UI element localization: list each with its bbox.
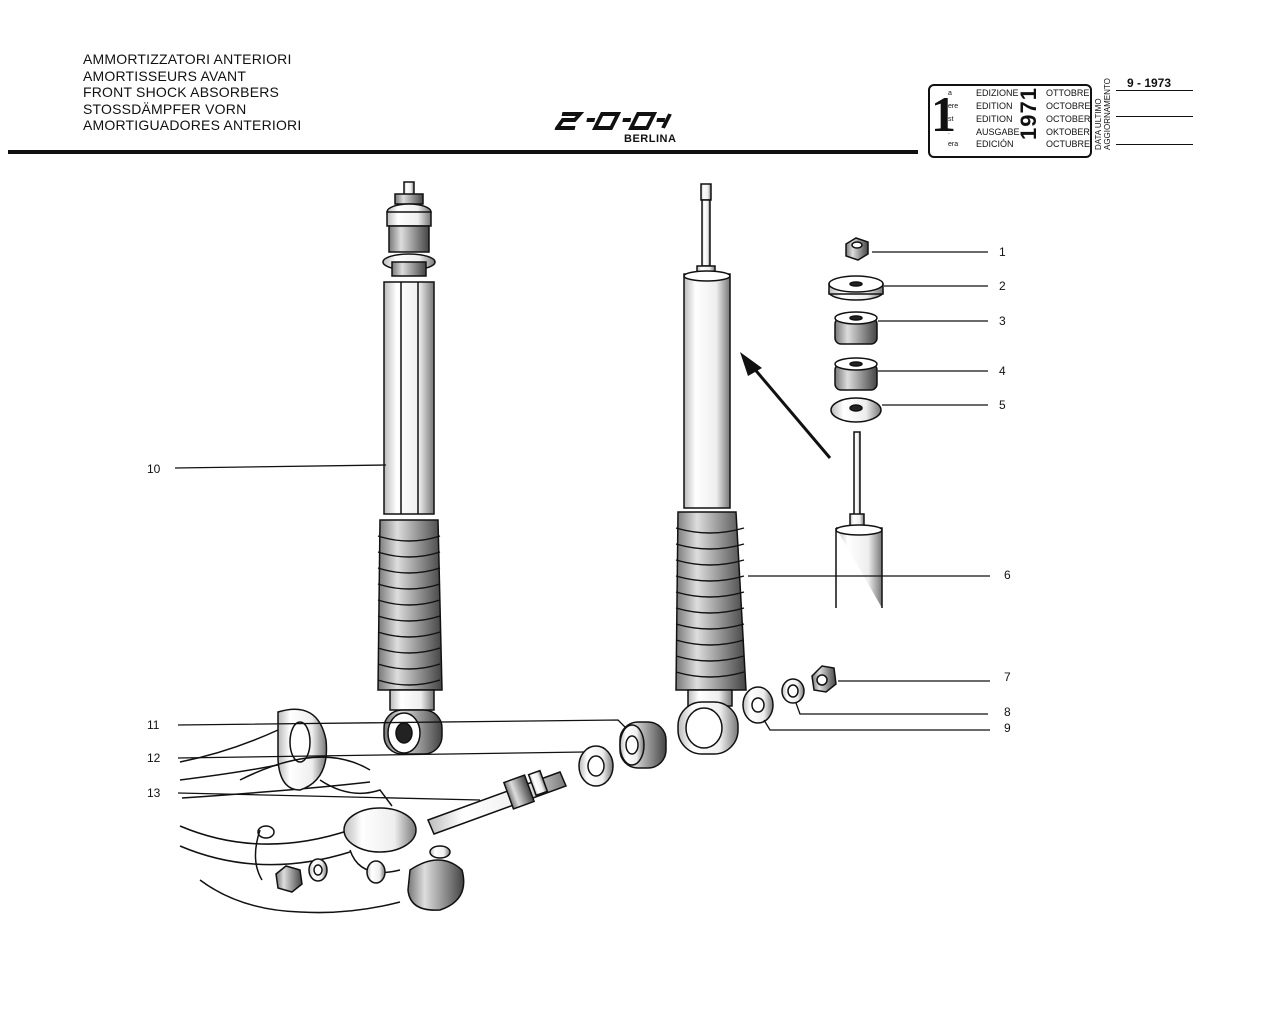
edition-month: OCTUBRE [1046,139,1091,149]
update-date: 9 - 1973 [1127,76,1172,90]
edition-word: EDITION [976,101,1013,111]
title-german: STOSSDÄMPFER VORN [83,100,247,117]
title-french: AMORTISSEURS AVANT [83,67,247,84]
suspension-arm [179,708,465,914]
model-subtitle: BERLINA [624,133,677,145]
edition-suffix: a [948,90,952,97]
edition-month: OCTOBER [1046,114,1091,124]
edition-suffix: ere [948,103,959,110]
header-divider [8,150,918,154]
callout-12: 12 [147,751,161,765]
edition-suffix: . [948,129,950,136]
left-shock-absorber [377,181,443,755]
right-shock-absorber [675,183,747,755]
edition-word: EDIZIONE [976,88,1019,98]
title-english: FRONT SHOCK ABSORBERS [83,84,280,100]
edition-month: OCTOBRE [1046,101,1091,111]
update-line [1116,90,1193,91]
title-block: AMMORTIZZATORI ANTERIORI AMORTISSEURS AV… [83,51,301,134]
title-spanish: AMORTIGUADORES ANTERIORI [83,117,302,133]
edition-suffix: era [948,141,959,148]
edition-suffix: st [948,116,954,123]
edition-number: 1 [931,86,956,142]
edition-word: EDITION [976,114,1013,124]
callout-11: 11 [147,718,160,732]
callout-10: 10 [147,462,161,476]
upper-mount-parts [828,237,884,608]
edition-month: OTTOBRE [1046,88,1090,98]
callout-6: 6 [1004,568,1011,582]
callout-3: 3 [999,314,1006,328]
edition-word: EDICIÓN [976,139,1014,149]
leader-lines [174,251,990,801]
callout-9: 9 [1004,721,1011,735]
title-italian: AMMORTIZZATORI ANTERIORI [83,51,292,67]
direction-arrow [740,352,832,459]
edition-month: OKTOBER [1046,127,1090,137]
model-logo-graphic [553,112,672,130]
edition-box [928,84,1092,158]
update-line [1116,116,1193,117]
callout-2: 2 [999,279,1006,293]
callout-5: 5 [999,398,1006,412]
callout-8: 8 [1004,705,1011,719]
callout-4: 4 [999,364,1006,378]
edition-word: AUSGABE [976,127,1020,137]
update-line [1116,144,1193,145]
lower-mount-parts [426,665,837,835]
callout-1: 1 [999,245,1006,259]
callout-7: 7 [1004,670,1011,684]
callout-13: 13 [147,786,161,800]
model-logo [553,108,680,139]
